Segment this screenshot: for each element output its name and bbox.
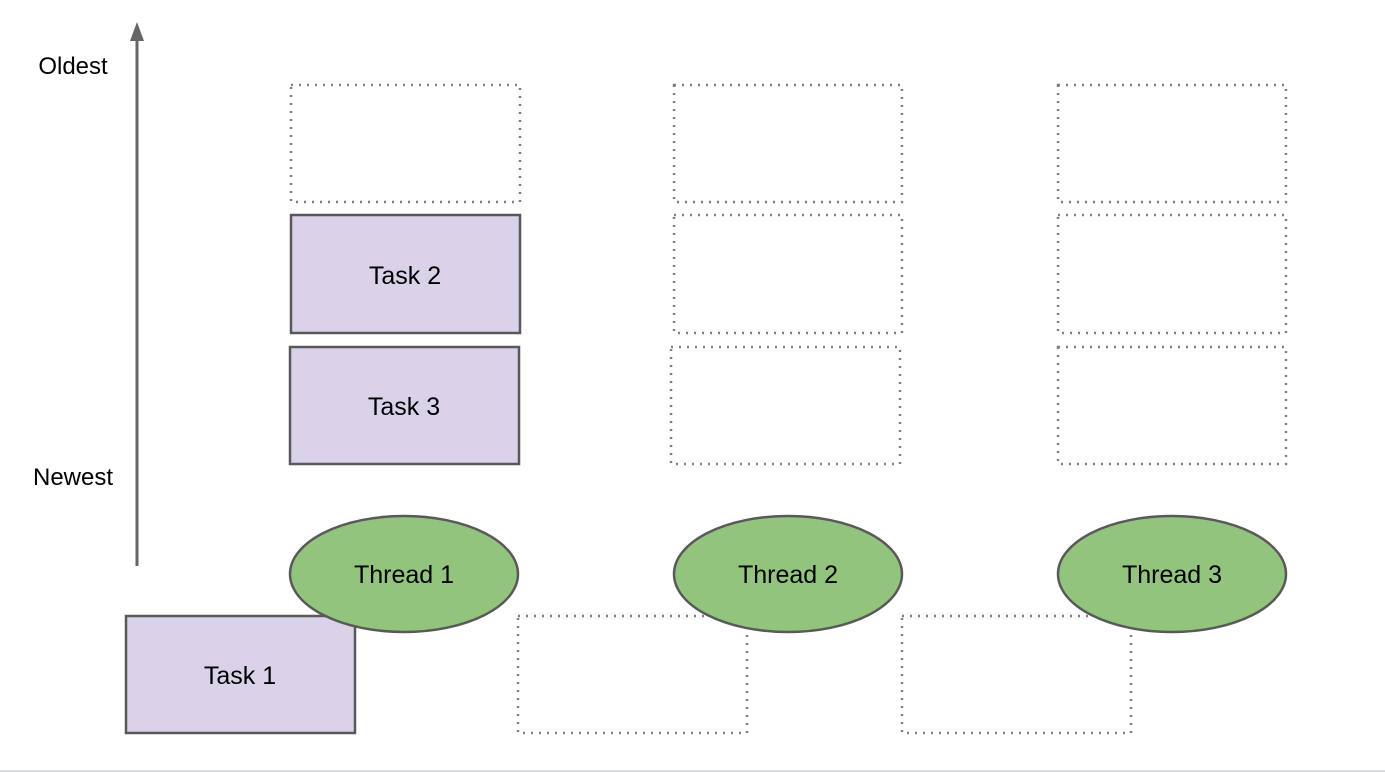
thread3-label: Thread 3	[1122, 561, 1222, 589]
time-axis-arrowhead	[130, 22, 144, 41]
thread2-queue	[669, 83, 904, 466]
thread2-active-empty-slot	[516, 614, 749, 735]
task2-box	[289, 213, 522, 335]
thread3-empty-slot-1	[1056, 83, 1288, 204]
thread3-queue	[1056, 83, 1288, 466]
axis-label-oldest: Oldest	[38, 53, 108, 80]
thread2-empty-slot-2	[672, 213, 904, 335]
thread3-empty-slot-2	[1056, 213, 1288, 335]
thread3-node	[1056, 514, 1288, 634]
thread2-label: Thread 2	[738, 561, 838, 589]
bottom-divider	[0, 770, 1385, 772]
task1-box	[124, 614, 357, 735]
axis-label-newest: Newest	[33, 464, 113, 491]
task1-label: Task 1	[204, 662, 276, 690]
thread2-empty-slot-1	[672, 83, 904, 204]
task3-box	[288, 345, 521, 466]
task3-label: Task 3	[368, 393, 440, 421]
thread3-active-empty-slot	[900, 614, 1133, 735]
thread1-queue: Task 2 Task 3	[288, 83, 522, 466]
thread2-empty-slot-3	[669, 345, 902, 466]
thread1-label: Thread 1	[354, 561, 454, 589]
thread2-node	[672, 514, 904, 634]
task2-label: Task 2	[369, 262, 441, 290]
thread1-empty-slot	[289, 83, 522, 204]
time-axis	[130, 22, 144, 566]
thread3-empty-slot-3	[1056, 345, 1288, 466]
thread1-node	[288, 514, 520, 634]
